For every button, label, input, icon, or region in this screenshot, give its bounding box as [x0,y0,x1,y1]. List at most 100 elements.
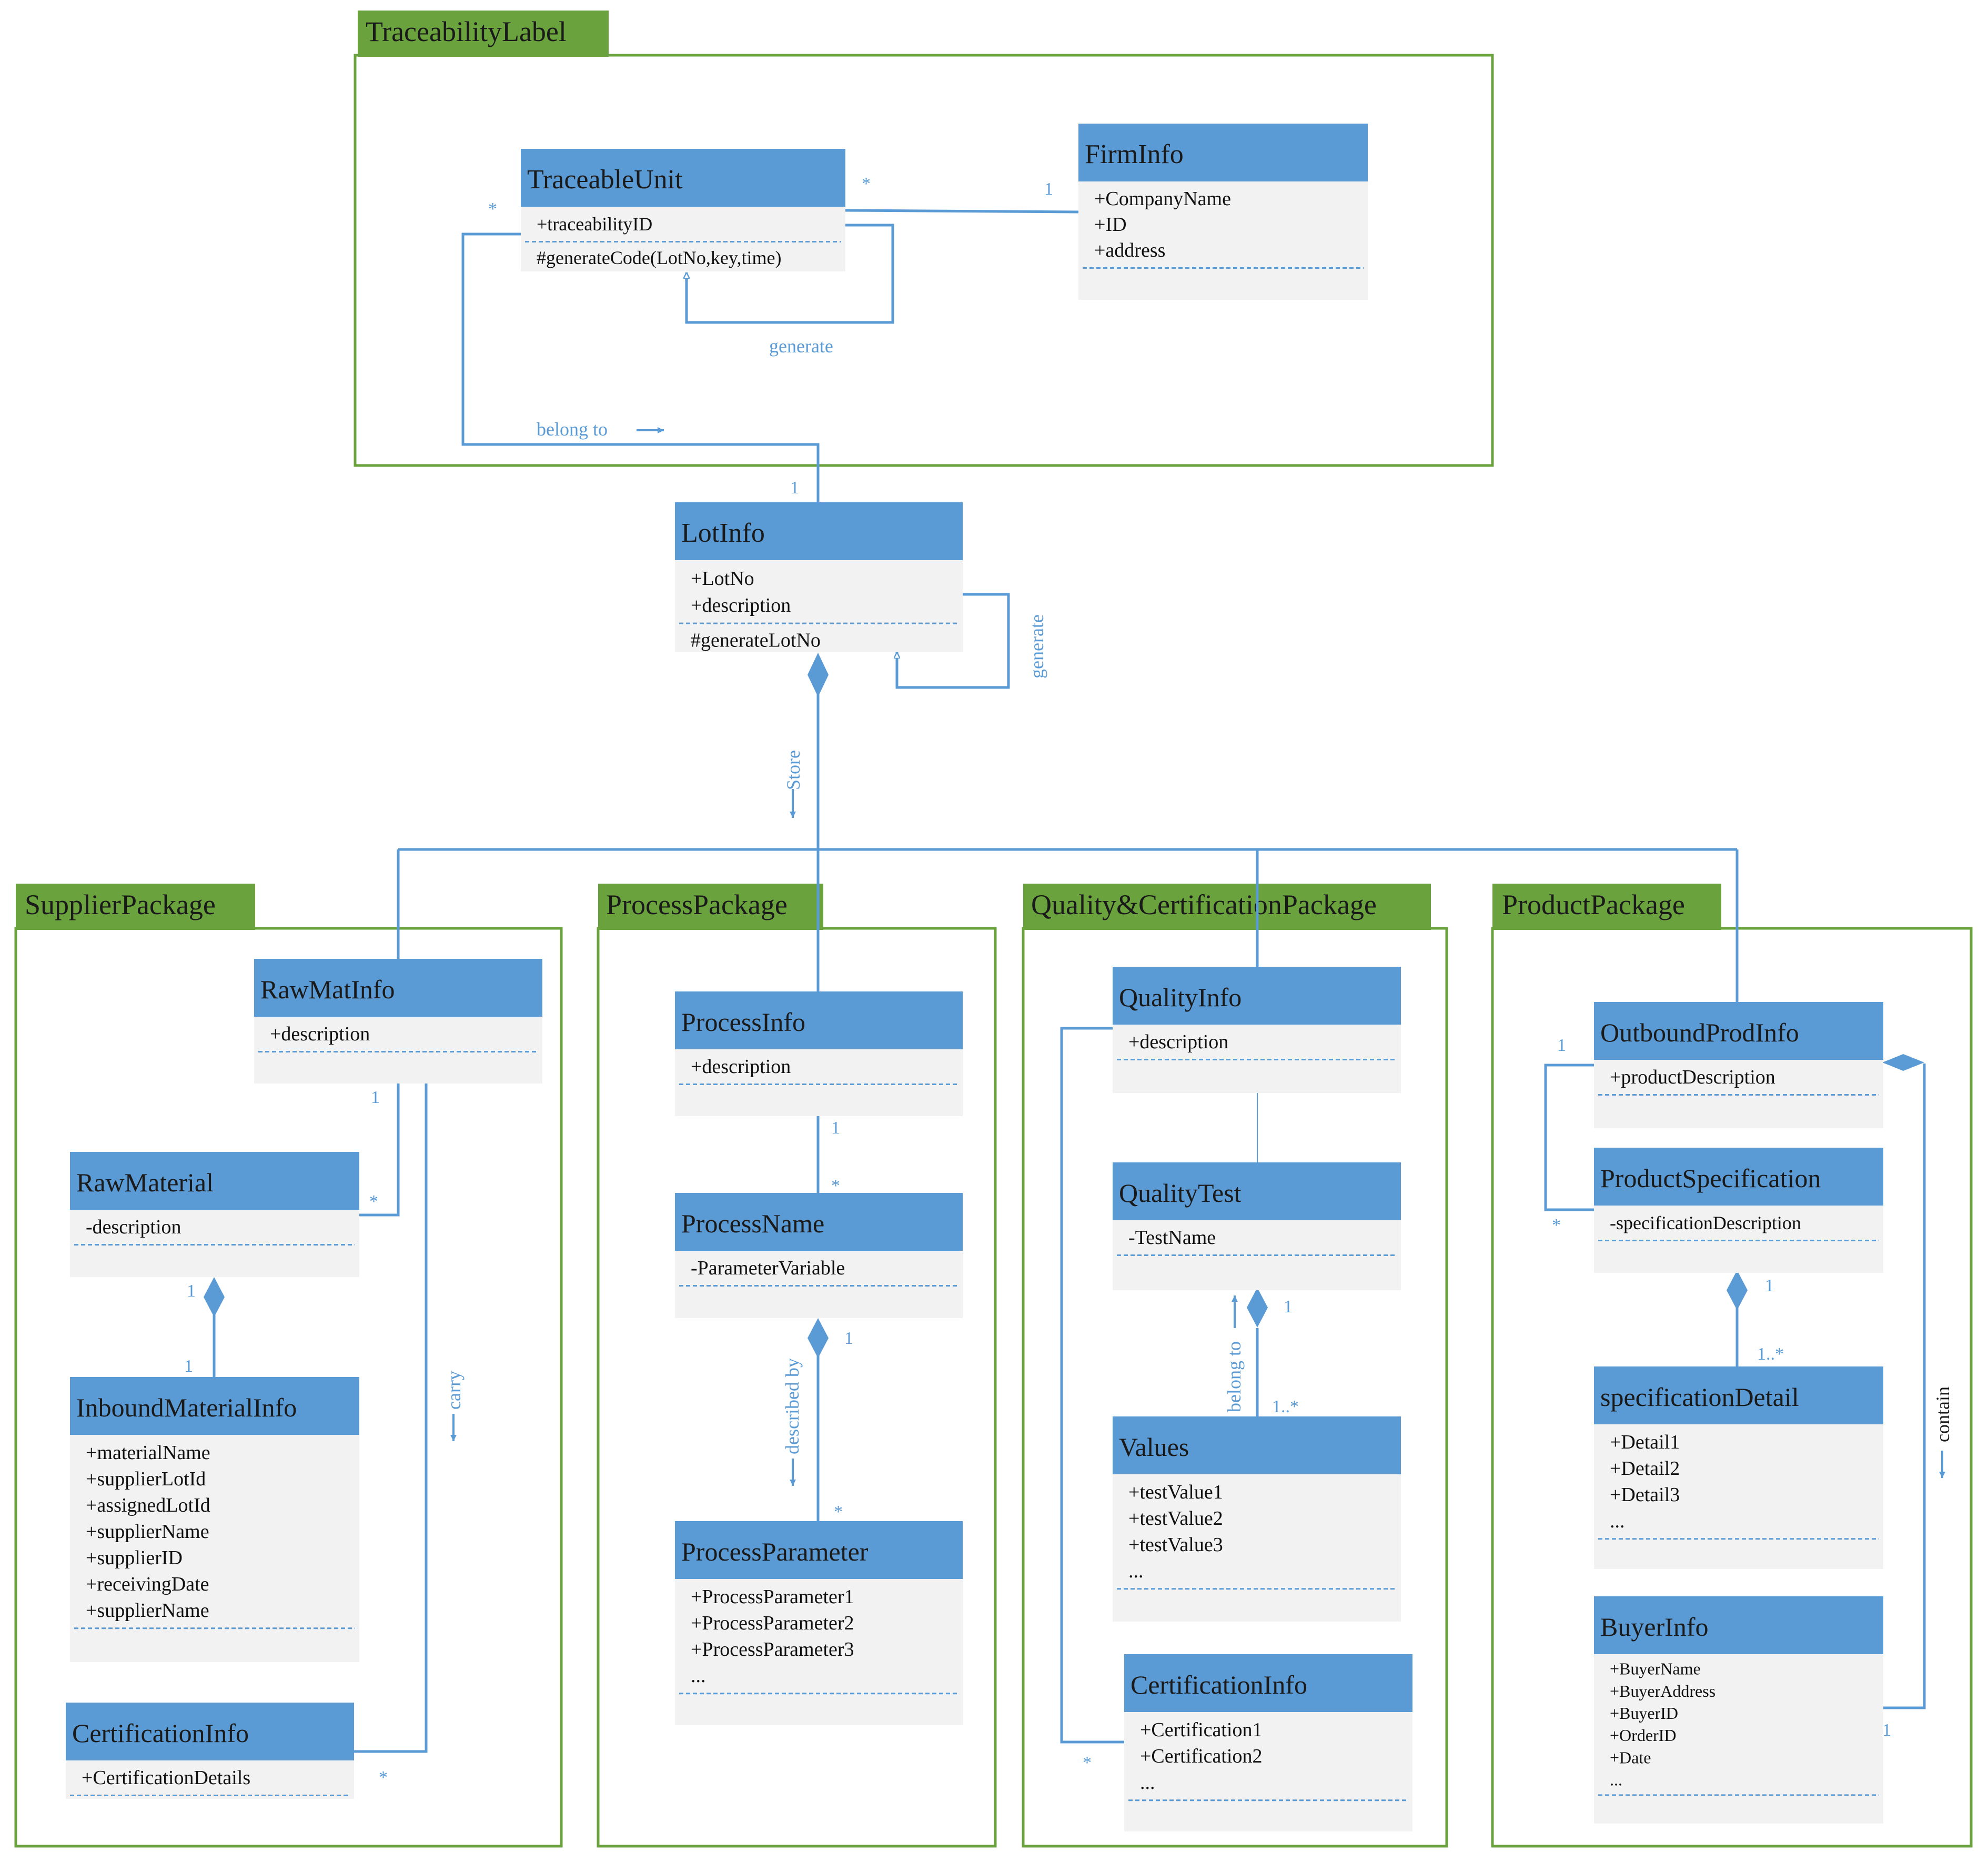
mult-inbound: 1 [184,1356,193,1376]
class-traceable-unit[interactable]: TraceableUnit+traceabilityID#generateCod… [521,149,845,271]
mult-processname-comp: 1 [844,1329,853,1348]
label-carry: carry [443,1371,465,1410]
mult-processinfo: 1 [831,1118,840,1138]
classes: TraceableUnit+traceabilityID#generateCod… [66,124,1883,1831]
class-product-specification[interactable]: ProductSpecification-specificationDescri… [1594,1148,1883,1273]
class-attribute: ... [1610,1510,1625,1532]
diamond-outboundprodinfo [1882,1054,1924,1071]
class-firm-info[interactable]: FirmInfo+CompanyName+ID+address [1078,124,1368,300]
self-generalization-lotinfo [897,593,1010,689]
class-process-name[interactable]: ProcessName -ParameterVariable [675,1193,963,1318]
package-title: Quality&CertificationPackage [1031,889,1377,920]
class-operation: #generateCode(LotNo,key,time) [537,247,782,268]
class-header [1113,1416,1401,1474]
class-name: specificationDetail [1600,1382,1799,1412]
class-attribute: +description [691,594,791,616]
class-name: QualityInfo [1119,983,1242,1012]
mult-lotinfo: 1 [790,478,799,498]
composition-outbound-buyerinfo [1883,1064,1926,1709]
package-supplier: SupplierPackage [14,884,563,1848]
class-outbound-prod-info[interactable]: OutboundProdInfo+productDescription [1594,1002,1883,1128]
package-tab [16,884,255,930]
class-quality-test[interactable]: QualityTest-TestName [1113,1162,1401,1290]
class-attribute: +supplierName [86,1599,209,1622]
mult-firm: 1 [1044,179,1053,199]
class-attribute: +description [270,1023,370,1045]
class-attribute: +traceabilityID [537,214,652,235]
mult-rawmaterial: * [369,1192,378,1211]
class-inbound-material-info[interactable]: InboundMaterialInfo+materialName+supplie… [70,1377,359,1662]
class-header [1594,1596,1883,1654]
label-belong-to: belong to [537,419,608,440]
class-supplier-certification-info[interactable]: CertificationInfo+CertificationDetails [66,1703,354,1799]
class-header [1594,1366,1883,1424]
label-store: Store [783,750,804,790]
class-header [70,1377,359,1435]
class-name: InboundMaterialInfo [76,1393,297,1422]
class-raw-mat-info[interactable]: RawMatInfo +description [254,959,542,1084]
package-title: TraceabilityLabel [366,16,567,47]
class-process-parameter[interactable]: ProcessParameter +ProcessParameter1 +Proce… [675,1521,963,1725]
class-name: BuyerInfo [1600,1612,1709,1642]
class-attribute: ... [1140,1771,1155,1794]
mult-processparameter: * [834,1502,843,1522]
class-name: ProcessInfo [681,1007,805,1037]
mult-certification: * [379,1768,388,1787]
class-specification-detail[interactable]: specificationDetail+Detail1+Detail2+Deta… [1594,1366,1883,1569]
mult-outbound: 1 [1557,1036,1566,1055]
class-attribute: +ProcessParameter3 [691,1638,854,1660]
class-attribute: +testValue3 [1128,1534,1223,1556]
mult-rawmaterial-comp: 1 [187,1281,196,1301]
mult-specification-comp: 1 [1765,1276,1774,1295]
class-header [66,1703,354,1760]
class-attribute: +description [691,1056,791,1078]
class-name: Values [1119,1432,1189,1462]
class-name: RawMatInfo [260,975,395,1004]
class-buyer-info[interactable]: BuyerInfo+BuyerName+BuyerAddress+BuyerID… [1594,1596,1883,1824]
mult-traceableunit-lot: * [488,199,497,219]
self-generalization-traceableunit [687,224,894,324]
class-quality-info[interactable]: QualityInfo +description [1113,967,1401,1093]
class-lot-info[interactable]: LotInfo+LotNo+description#generateLotNo [675,502,963,652]
class-header [254,959,542,1017]
class-attribute: +Detail2 [1610,1457,1680,1480]
diamond-qualitytest [1247,1288,1268,1328]
composition-diamonds [204,653,1924,1358]
class-attribute: +OrderID [1610,1726,1676,1745]
class-header [1124,1654,1412,1712]
class-attribute: +description [1128,1031,1228,1053]
class-raw-material[interactable]: RawMaterial-description [70,1152,359,1277]
class-name: ProcessParameter [681,1537,869,1566]
class-header [521,149,845,207]
class-values[interactable]: Values+testValue1+testValue2+testValue3.… [1113,1416,1401,1622]
class-name: ProcessName [681,1209,824,1238]
association-traceableunit-lotinfo [461,232,820,502]
label-belong-to-quality: belong to [1224,1341,1245,1412]
class-attribute: +ProcessParameter2 [691,1612,854,1634]
class-quality-certification-info[interactable]: CertificationInfo+Certification1+Certifi… [1124,1654,1412,1831]
class-attribute: +supplierID [86,1547,183,1569]
class-header [70,1152,359,1210]
class-attribute: ... [1128,1560,1144,1582]
class-attribute: +BuyerAddress [1610,1682,1715,1700]
package-tab [1023,884,1431,930]
package-title: SupplierPackage [25,889,216,920]
package-tab [1492,884,1721,930]
class-attribute: +supplierName [86,1521,209,1543]
package-tab [598,884,823,930]
package-product: ProductPackage [1491,884,1973,1848]
class-name: CertificationInfo [72,1718,249,1748]
class-attribute: +ID [1094,214,1127,236]
class-attribute: +ProcessParameter1 [691,1586,854,1608]
connector-labels: generate belong to generate Store carry … [443,336,1953,1454]
class-attribute: -ParameterVariable [691,1257,845,1279]
class-attribute: ... [1610,1770,1622,1789]
class-header [675,1193,963,1251]
class-name: ProductSpecification [1600,1163,1821,1193]
class-process-info[interactable]: ProcessInfo +description [675,991,963,1116]
class-attribute: -description [86,1216,181,1238]
class-name: QualityTest [1119,1178,1242,1208]
package-traceability-label: TraceabilityLabel [354,11,1494,467]
class-header [1594,1002,1883,1060]
connectors [213,209,1926,1753]
